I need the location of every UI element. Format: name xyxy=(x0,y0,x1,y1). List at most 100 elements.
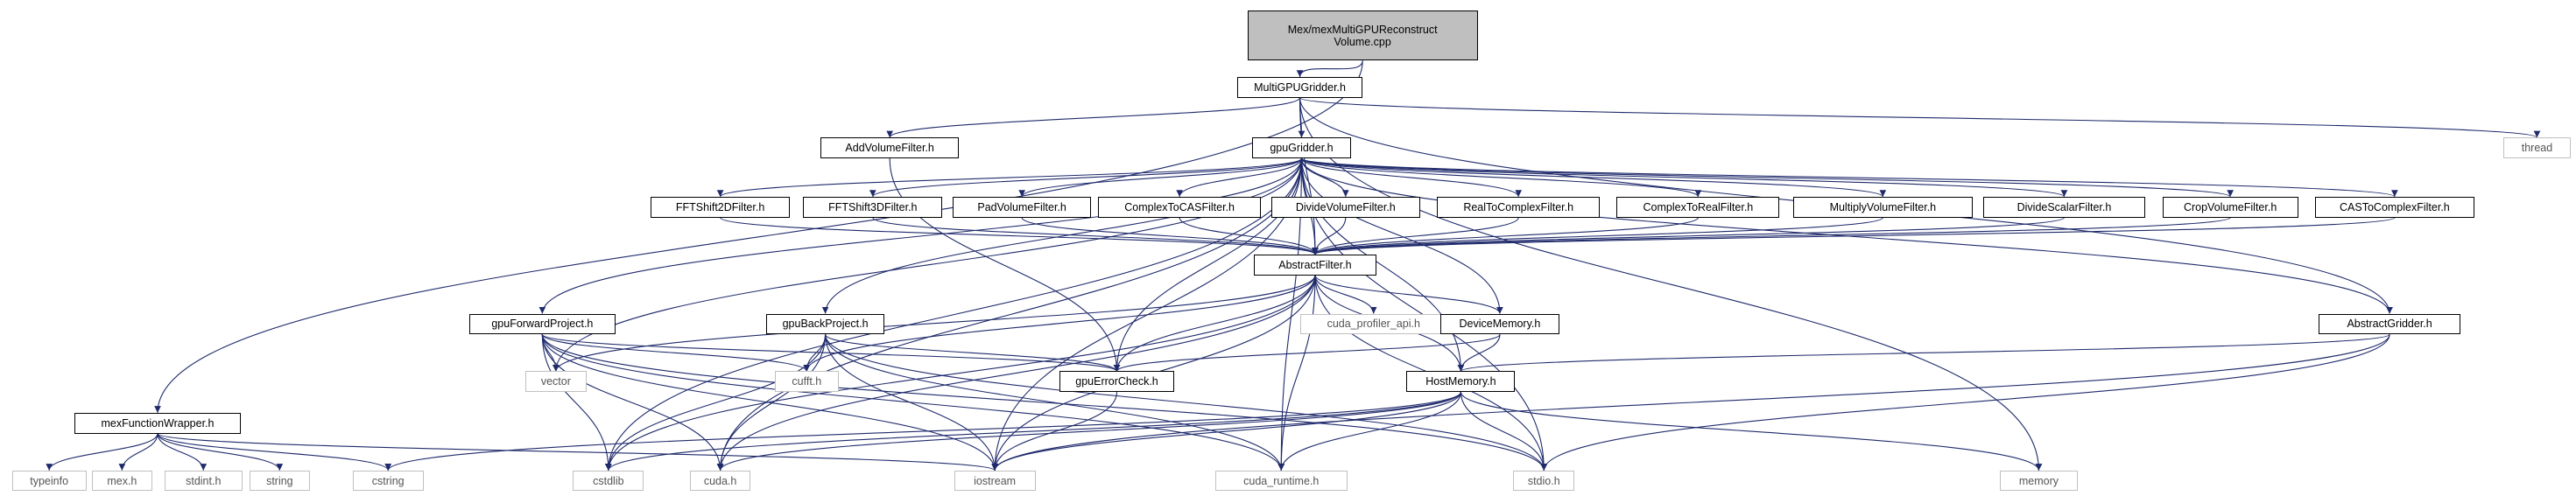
node-cstring: cstring xyxy=(352,470,424,492)
edge-devmem-to-gpuerror xyxy=(1113,333,1501,372)
edge-c2r-to-abstractfilter xyxy=(1312,217,1699,255)
edge-abstractfilter-to-cstdlib xyxy=(605,275,1316,471)
edge-gpugridder-to-vector xyxy=(553,157,1303,372)
edge-abstractfilter-to-vector xyxy=(553,275,1316,372)
edge-gpugridder-to-padvol xyxy=(1018,157,1303,198)
edge-gpufwd-to-stdio xyxy=(541,334,1547,471)
edge-abstractfilter-to-gpuerror xyxy=(1113,275,1316,372)
edge-root-to-multigpu xyxy=(1296,60,1363,78)
edge-abstractfilter-to-cudaruntime xyxy=(1277,275,1316,471)
edge-mexfunc-to-mexh xyxy=(118,433,158,471)
node-padvol[interactable]: PadVolumeFilter.h xyxy=(952,196,1092,218)
node-cudaruntime: cuda_runtime.h xyxy=(1214,470,1348,492)
edge-multigpu-to-abstractfilter xyxy=(1299,97,1319,255)
edge-hostmem-to-memory xyxy=(1460,392,2043,471)
edge-padvol-to-abstractfilter xyxy=(1021,217,1319,255)
edge-gpufwd-to-cstdlib xyxy=(541,334,612,471)
node-c2cas[interactable]: ComplexToCASFilter.h xyxy=(1098,196,1262,218)
edge-gpuback-to-cstdlib xyxy=(605,334,827,471)
node-cufft: cufft.h xyxy=(774,371,840,393)
edge-c2cas-to-abstractfilter xyxy=(1179,217,1319,255)
node-stdint: stdint.h xyxy=(164,470,243,492)
node-addvol[interactable]: AddVolumeFilter.h xyxy=(820,137,960,158)
node-vector: vector xyxy=(525,371,587,393)
edge-gpufwd-to-iostream xyxy=(541,334,998,471)
edge-gpuback-to-cudah xyxy=(716,334,827,471)
edge-gpugridder-to-fft3d xyxy=(869,157,1303,198)
node-thread: thread xyxy=(2502,137,2572,158)
edge-abstractgridder-to-hostmem xyxy=(1457,333,2390,372)
edge-cas2c-to-abstractfilter xyxy=(1312,217,2396,255)
node-cstdlib: cstdlib xyxy=(573,470,644,492)
edge-gpugridder-to-gpuerror xyxy=(1113,157,1303,372)
edge-gpufwd-to-gpuerror xyxy=(541,333,1121,372)
edge-gpugridder-to-gpuback xyxy=(821,157,1303,314)
edge-hostmem-to-cudaruntime xyxy=(1277,392,1461,471)
edge-divscalar-to-abstractfilter xyxy=(1312,217,2066,255)
node-cudaprof: cuda_profiler_api.h xyxy=(1299,313,1447,335)
edge-multigpu-to-memory xyxy=(1299,97,2043,471)
node-cropvol[interactable]: CropVolumeFilter.h xyxy=(2162,196,2298,218)
edge-mexfunc-to-string xyxy=(157,433,284,471)
edge-hostmem-to-cstdlib xyxy=(605,391,1461,471)
edge-abstractfilter-to-cufft xyxy=(803,275,1316,372)
edge-r2c-to-abstractfilter xyxy=(1312,217,1519,255)
edge-gpugridder-to-devmem xyxy=(1300,157,1503,314)
node-r2c[interactable]: RealToComplexFilter.h xyxy=(1437,196,1601,218)
node-cas2c[interactable]: CASToComplexFilter.h xyxy=(2314,196,2474,218)
edge-fft3d-to-abstractfilter xyxy=(872,217,1319,255)
node-gpuerror[interactable]: gpuErrorCheck.h xyxy=(1059,371,1175,393)
edge-multigpu-to-addvol xyxy=(886,97,1301,138)
edge-cropvol-to-abstractfilter xyxy=(1312,217,2231,255)
node-gpufwd[interactable]: gpuForwardProject.h xyxy=(469,313,616,335)
root-label-line: Mex/mexMultiGPUReconstruct xyxy=(1287,23,1438,36)
node-stdio: stdio.h xyxy=(1513,470,1575,492)
edge-gpufwd-to-cudaruntime xyxy=(541,334,1285,471)
edge-gpuback-to-cudaruntime xyxy=(825,334,1285,471)
node-mexh: mex.h xyxy=(91,470,153,492)
edge-hostmem-to-cstring xyxy=(384,391,1461,471)
node-memory: memory xyxy=(1999,470,2078,492)
node-typeinfo: typeinfo xyxy=(11,470,87,492)
edge-gpuback-to-stdio xyxy=(825,334,1548,471)
edge-gpugridder-to-cstdlib xyxy=(605,157,1303,471)
node-mulvol[interactable]: MultiplyVolumeFilter.h xyxy=(1792,196,1973,218)
edge-mexfunc-to-stdint xyxy=(157,433,208,471)
node-abstractfilter[interactable]: AbstractFilter.h xyxy=(1254,254,1376,276)
edge-gpufwd-to-cufft xyxy=(541,333,811,372)
edge-mexfunc-to-typeinfo xyxy=(46,433,158,471)
edge-gpugridder-to-divscalar xyxy=(1300,157,2068,198)
edge-abstractfilter-to-cudah xyxy=(716,275,1316,471)
edge-hostmem-to-stdio xyxy=(1460,392,1548,471)
edge-gpugridder-to-cas2c xyxy=(1300,157,2398,198)
edge-gpugridder-to-mulvol xyxy=(1300,157,1886,198)
edge-gpuback-to-gpuerror xyxy=(825,333,1121,372)
node-gpugridder[interactable]: gpuGridder.h xyxy=(1252,137,1351,158)
edge-multigpu-to-thread xyxy=(1299,97,2540,138)
node-fft3d[interactable]: FFTShift3DFilter.h xyxy=(803,196,943,218)
edge-mexfunc-to-cstring xyxy=(157,433,391,472)
edge-abstractfilter-to-devmem xyxy=(1314,275,1503,314)
node-devmem[interactable]: DeviceMemory.h xyxy=(1440,313,1559,335)
edge-gpugridder-to-cropvol xyxy=(1300,157,2234,198)
node-divvol[interactable]: DivideVolumeFilter.h xyxy=(1270,196,1420,218)
node-fft2d[interactable]: FFTShift2DFilter.h xyxy=(651,196,790,218)
edge-gpugridder-to-fft2d xyxy=(716,157,1303,198)
node-iostream: iostream xyxy=(954,470,1036,492)
node-multigpu[interactable]: MultiGPUGridder.h xyxy=(1236,76,1363,98)
node-string: string xyxy=(249,470,311,492)
node-c2r[interactable]: ComplexToRealFilter.h xyxy=(1616,196,1780,218)
node-mexfunc[interactable]: mexFunctionWrapper.h xyxy=(74,412,241,434)
edge-abstractgridder-to-stdio xyxy=(1540,334,2390,471)
node-abstractgridder[interactable]: AbstractGridder.h xyxy=(2318,313,2461,335)
edge-gpugridder-to-c2cas xyxy=(1176,157,1303,198)
edge-gpugridder-to-cudah xyxy=(716,157,1303,471)
node-divscalar[interactable]: DivideScalarFilter.h xyxy=(1982,196,2146,218)
edge-gpugridder-to-c2r xyxy=(1300,157,1702,198)
root-label-line: Volume.cpp xyxy=(1334,35,1391,48)
node-hostmem[interactable]: HostMemory.h xyxy=(1406,371,1516,393)
node-gpuback[interactable]: gpuBackProject.h xyxy=(765,313,885,335)
